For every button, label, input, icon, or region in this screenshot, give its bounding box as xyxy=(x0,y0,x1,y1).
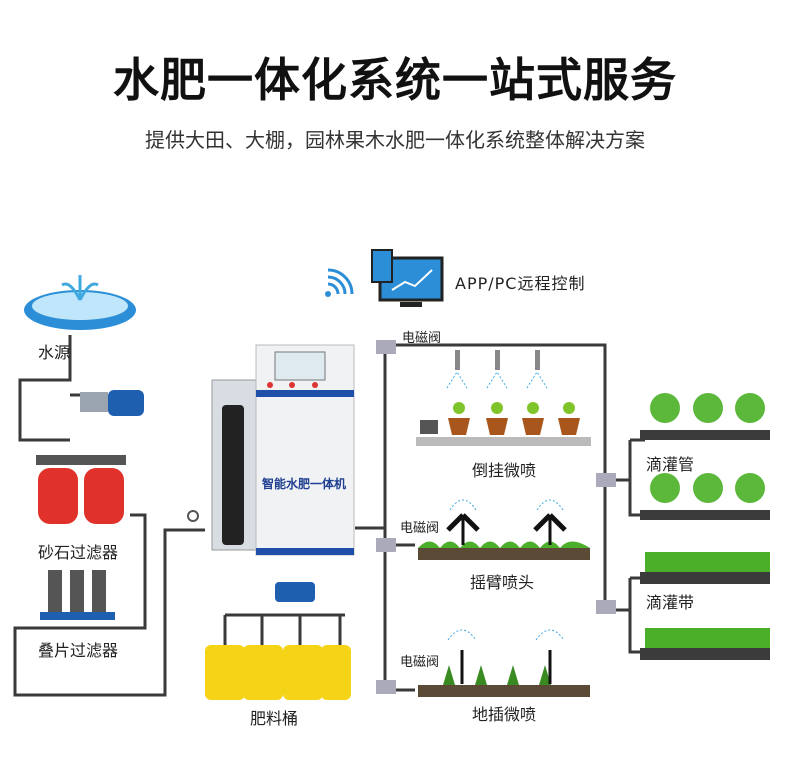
rocker-sprinkler-scene xyxy=(418,499,590,560)
disc-filter-icon xyxy=(40,570,115,620)
valve-label-2: 电磁阀 xyxy=(400,521,439,536)
solenoid-valve-icon xyxy=(596,473,616,487)
solenoid-valve-icon xyxy=(376,680,396,694)
disc-filter-label: 叠片过滤器 xyxy=(38,641,118,660)
rocker-sprinkler-label: 摇臂喷头 xyxy=(470,573,534,592)
drip-pipe-label: 滴灌管 xyxy=(646,455,694,474)
water-source-label: 水源 xyxy=(38,343,70,362)
ground-spray-label: 地插微喷 xyxy=(472,705,536,724)
machine-label: 智能水肥一体机 xyxy=(261,476,346,491)
drip-tape-label: 滴灌带 xyxy=(646,593,694,612)
page-subtitle: 提供大田、大棚，园林果木水肥一体化系统整体解决方案 xyxy=(145,128,645,152)
fertigation-machine: 智能水肥一体机 xyxy=(211,344,355,556)
sand-filter-label: 砂石过滤器 xyxy=(38,543,118,562)
pipe-network xyxy=(13,335,645,697)
solenoid-valve-icon xyxy=(596,600,616,614)
wifi-icon xyxy=(325,268,354,297)
pump-icon xyxy=(80,390,144,416)
remote-control-label: APP/PC远程控制 xyxy=(455,274,585,293)
hanging-spray-scene xyxy=(416,350,591,446)
drip-pipe-scene xyxy=(640,393,770,520)
page-title: 水肥一体化系统一站式服务 xyxy=(113,53,677,107)
ground-spray-scene xyxy=(418,629,590,697)
solenoid-valves xyxy=(376,340,616,694)
drip-tape-scene xyxy=(640,552,770,660)
solenoid-valve-icon xyxy=(376,340,396,354)
pressure-gauge-icon xyxy=(187,510,199,522)
fertilizer-buckets xyxy=(205,582,351,700)
valve-label-1: 电磁阀 xyxy=(402,331,441,346)
solenoid-valve-icon xyxy=(376,538,396,552)
monitor-icon xyxy=(371,249,444,307)
valve-label-3: 电磁阀 xyxy=(400,655,439,670)
water-source-icon xyxy=(24,275,136,330)
sand-filter-icon xyxy=(36,455,126,524)
hanging-spray-label: 倒挂微喷 xyxy=(472,461,536,480)
fertilizer-bucket-label: 肥料桶 xyxy=(250,709,298,728)
